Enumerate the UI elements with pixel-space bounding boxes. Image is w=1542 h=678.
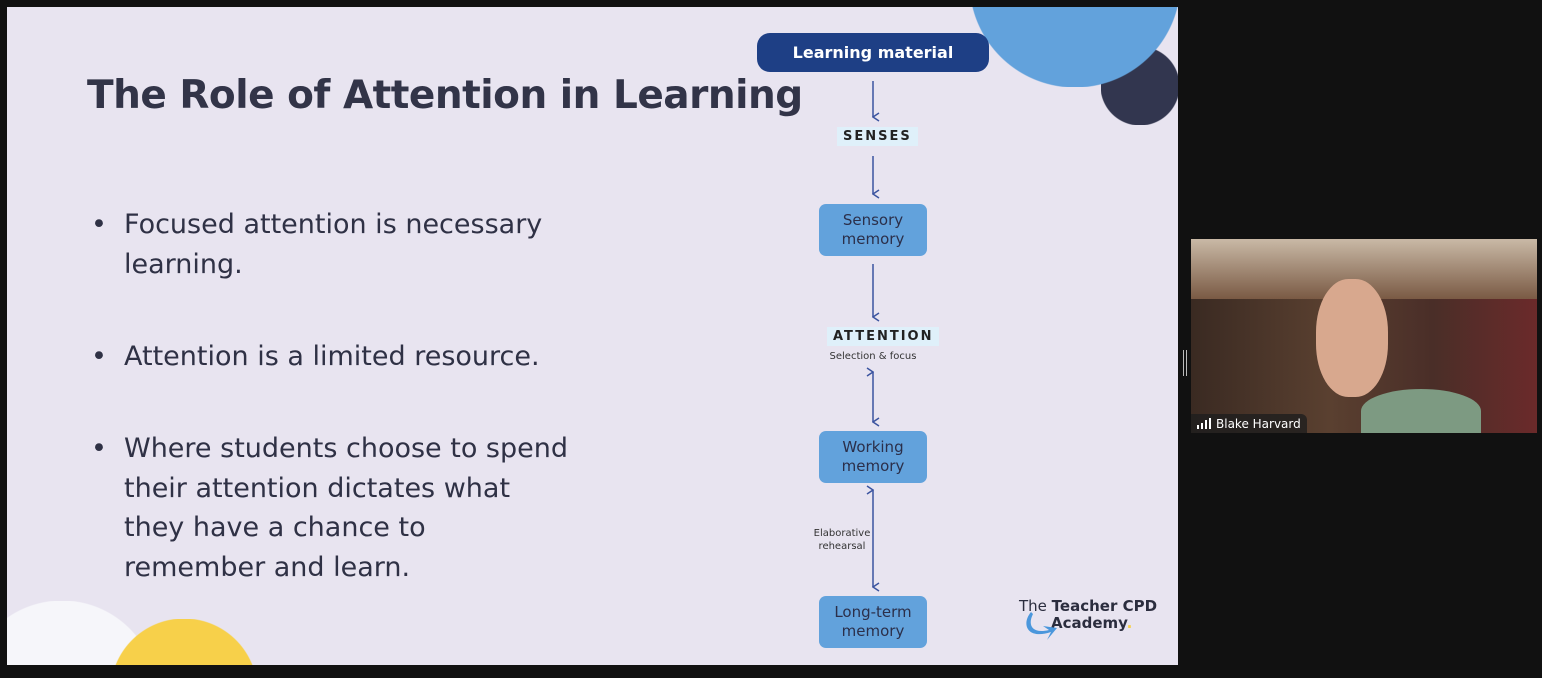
rehearsal-label: Elaborative rehearsal — [813, 528, 871, 552]
academy-logo: The Teacher CPD Academy. — [1019, 597, 1158, 640]
bullet-dot: • — [91, 341, 107, 372]
presentation-slide: The Role of Attention in Learning • Focus… — [7, 7, 1178, 665]
bullet-dot: • — [91, 209, 107, 240]
decor-circle-yellow — [111, 619, 257, 665]
panel-resize-handle[interactable] — [1183, 350, 1187, 376]
bullet-text: Where students choose to spend their att… — [124, 433, 568, 583]
working-memory-box: Working memory — [819, 431, 927, 483]
signal-bars-icon — [1197, 418, 1211, 429]
box-label: Long-term memory — [834, 603, 912, 640]
flow-arrows — [7, 81, 1178, 665]
bullet-item: • Where students choose to spend their at… — [91, 429, 611, 587]
logo-swoosh-icon — [1026, 612, 1057, 640]
long-term-memory-box: Long-term memory — [819, 596, 927, 648]
box-label: Sensory memory — [841, 211, 905, 248]
logo-text: Academy — [1051, 614, 1127, 632]
learning-material-box: Learning material — [757, 33, 989, 72]
slide-title: The Role of Attention in Learning — [87, 73, 803, 118]
person-head — [1316, 279, 1388, 397]
participant-video[interactable] — [1191, 239, 1537, 433]
box-label: Learning material — [792, 43, 954, 62]
attention-label: ATTENTION — [827, 327, 940, 346]
attention-subtitle: Selection & focus — [829, 351, 917, 362]
bullet-text: Focused attention is necessary learning. — [124, 209, 543, 280]
box-label: Working memory — [841, 438, 905, 475]
logo-text: The — [1019, 597, 1052, 615]
bullet-dot: • — [91, 433, 107, 464]
decor-circle-blue — [965, 7, 1178, 87]
person-shoulders — [1361, 389, 1481, 433]
logo-text: Teacher CPD — [1051, 597, 1158, 615]
participant-name-tag: Blake Harvard — [1191, 414, 1307, 433]
participant-name: Blake Harvard — [1216, 416, 1301, 431]
bullet-item: • Focused attention is necessary learning… — [91, 205, 611, 284]
sensory-memory-box: Sensory memory — [819, 204, 927, 256]
bullet-item: • Attention is a limited resource. — [91, 337, 611, 377]
logo-dot: . — [1126, 614, 1133, 632]
bullet-text: Attention is a limited resource. — [124, 341, 540, 372]
senses-label: SENSES — [837, 127, 918, 146]
